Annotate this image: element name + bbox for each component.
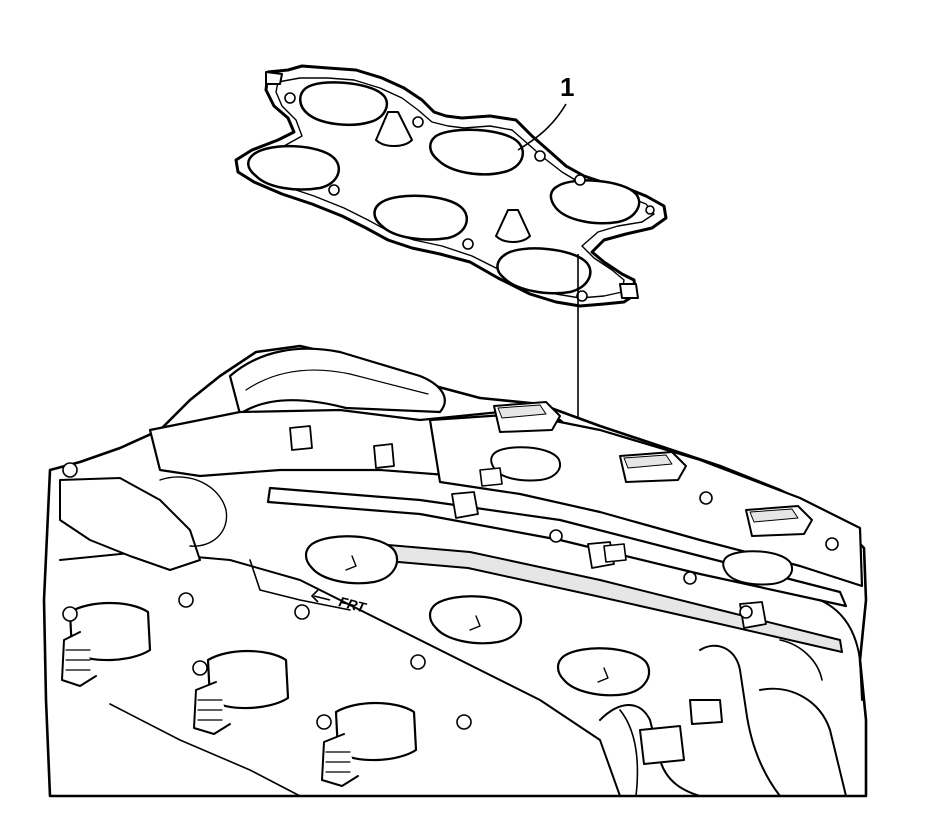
block-intake-port: [304, 535, 399, 585]
wiring-harness: [759, 687, 847, 797]
connector: [603, 543, 627, 563]
gasket-bolt-hole: [462, 238, 474, 250]
block-intake-port: [490, 446, 561, 482]
block-intake-port: [428, 595, 523, 645]
frt-arrow: [310, 589, 331, 603]
gasket-locator: [375, 111, 413, 147]
gasket-port: [373, 194, 468, 241]
gasket-bolt-hole: [645, 205, 655, 215]
gasket-port: [247, 144, 340, 191]
bolt: [699, 491, 713, 505]
gasket-port: [299, 81, 389, 127]
timing-cover: [59, 477, 201, 571]
frt-stamp: FRT: [337, 593, 368, 615]
block-intake-port: [722, 550, 793, 586]
ignition-coil: [193, 649, 290, 735]
block-intake-port: [556, 647, 651, 697]
wiring-harness: [619, 709, 639, 797]
gasket-bolt-hole: [412, 116, 424, 128]
intake-pipe: [228, 347, 446, 416]
head-edge: [109, 703, 301, 797]
ignition-coil: [321, 701, 418, 787]
bolt: [825, 537, 839, 551]
gasket-bolt-hole: [576, 290, 588, 302]
port-mark: [469, 615, 481, 631]
ignition-coil: [745, 505, 813, 537]
gasket-tab-right: [619, 283, 639, 299]
wiring-harness: [699, 644, 781, 797]
engine-end: [819, 599, 863, 701]
bolt: [410, 654, 426, 670]
gasket-outer-outline: [234, 64, 668, 308]
engine-assembly: [42, 344, 868, 798]
callout-1: 1: [517, 72, 574, 151]
bolt: [549, 529, 563, 543]
gasket-bolt-hole: [574, 174, 586, 186]
fuel-injector: [451, 491, 479, 519]
gasket-bolt-hole: [328, 184, 340, 196]
bolt: [62, 606, 78, 622]
timing-cover-detail: [159, 476, 228, 547]
callout-number: 1: [560, 72, 574, 102]
bolt: [316, 714, 332, 730]
bolt: [62, 462, 78, 478]
callout-leader: [517, 103, 567, 151]
fuel-injector: [289, 425, 313, 451]
wiring-harness: [599, 704, 701, 797]
gasket-locator: [495, 209, 531, 243]
gasket-port: [429, 128, 524, 176]
bolt: [178, 592, 194, 608]
gasket-tab-left: [265, 71, 283, 85]
bolt: [294, 604, 310, 620]
engine-end: [779, 639, 823, 681]
ignition-coil: [619, 451, 687, 483]
ignition-coil: [61, 601, 152, 687]
ignition-coil: [493, 401, 561, 433]
intake-pipe-inner: [245, 369, 429, 395]
bolt: [192, 660, 208, 676]
port-mark: [345, 555, 357, 571]
bolt: [456, 714, 472, 730]
head-edge: [249, 559, 351, 611]
intake-manifold-gasket: [234, 64, 668, 308]
bolt: [739, 605, 753, 619]
fuel-injector: [373, 443, 395, 469]
connector: [479, 467, 503, 487]
gasket-port: [549, 179, 641, 225]
bolt: [683, 571, 697, 585]
gasket-port: [496, 247, 592, 295]
connector: [639, 725, 685, 765]
gasket-bolt-hole: [284, 92, 296, 104]
connector: [689, 699, 723, 725]
port-mark: [597, 667, 609, 683]
gasket-bolt-hole: [534, 150, 546, 162]
fuel-rail: [266, 486, 848, 608]
